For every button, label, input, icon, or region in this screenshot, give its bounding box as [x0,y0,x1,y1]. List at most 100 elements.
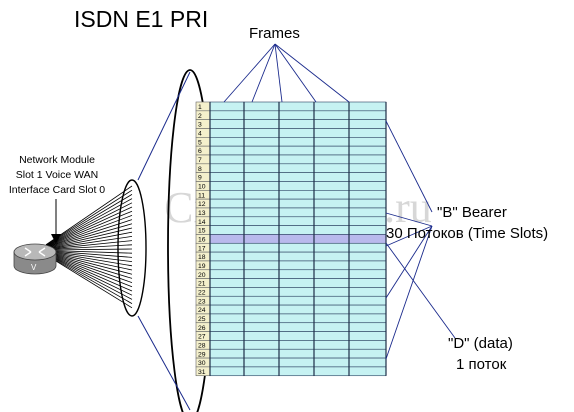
slot-cell [209,304,245,315]
slot-cell [278,295,315,306]
slot-cell [348,242,387,253]
slot-cell [209,295,245,306]
slot-cell [243,260,280,271]
slot-cell [313,181,350,191]
slot-number: 13 [198,210,206,217]
time-slot-row: 23 [195,295,387,306]
slot-cell [313,269,350,279]
slot-cell [278,181,315,191]
slot-cell [313,260,350,271]
slot-cell [313,198,350,209]
slot-cell [348,154,387,165]
slot-number: 7 [198,157,202,164]
slot-cell [313,154,350,165]
slot-number: 16 [198,236,206,243]
slot-number: 20 [198,272,206,279]
slot-cell [278,242,315,253]
slot-cell [278,145,315,156]
slot-cell [209,225,245,235]
slot-cell [243,322,280,332]
bearer-label-line-1: "B" Bearer [437,204,507,221]
wire [45,253,133,292]
wire [45,252,133,279]
slot-cell [209,154,245,165]
slot-cell [278,260,315,271]
slot-cell [209,260,245,271]
slot-number: 1 [198,104,202,111]
slot-cell [313,190,350,200]
slot-cell [278,225,315,235]
slot-cell [348,216,387,226]
slot-number: 3 [198,122,202,129]
slot-cell [313,287,350,297]
frame-grid: 1234567891011121314151617181920212223242… [195,101,387,377]
frames-label: Frames [249,25,300,42]
slot-cell [209,331,245,341]
time-slot-row: 28 [195,340,387,350]
time-slot-row: 6 [195,145,387,156]
slot-cell [313,234,350,244]
slot-number: 6 [198,148,202,155]
wire [45,223,133,249]
slot-cell [209,216,245,226]
slot-cell [278,154,315,165]
slot-number: 18 [198,254,206,261]
time-slot-row: 10 [195,181,387,191]
slot-cell [278,216,315,226]
slot-cell [313,137,350,147]
wire [45,210,133,248]
slot-cell [278,119,315,129]
slot-cell [313,172,350,182]
bearer-pointer [385,225,433,247]
slot-cell [278,366,315,377]
wire [45,254,133,304]
slot-cell [313,322,350,332]
slot-cell [209,251,245,262]
slot-number: 31 [198,369,206,376]
time-slot-row: 25 [195,313,387,324]
time-slot-row: 21 [195,278,387,288]
slot-cell [209,110,245,120]
slot-cell [278,331,315,341]
slot-cell [243,287,280,297]
slot-cell [278,234,315,244]
slot-cell [278,269,315,279]
slot-cell [348,269,387,279]
time-slot-row: 9 [195,172,387,182]
slot-cell [278,357,315,368]
slot-cell [243,128,280,138]
slot-cell [348,357,387,368]
slot-cell [313,110,350,120]
slot-cell [209,242,245,253]
time-slot-row: 31 [195,366,387,377]
slot-cell [209,190,245,200]
slot-cell [278,101,315,112]
slot-cell [313,216,350,226]
slot-number: 27 [198,334,206,341]
frame-pointer [223,43,276,103]
d-channel-label: "D" (data) 1 поток [448,335,513,373]
time-slot-row: 14 [195,216,387,226]
frame-pointer [251,43,276,103]
slot-cell [348,287,387,297]
time-slot-row: 4 [195,128,387,138]
wire [45,227,133,249]
slot-number: 12 [198,201,206,208]
slot-number: 10 [198,184,206,191]
time-slot-row: 2 [195,110,387,120]
slot-cell [209,145,245,156]
slot-cell [209,313,245,324]
bearer-pointer [385,242,456,339]
slot-cell [348,190,387,200]
slot-cell [243,207,280,218]
slot-cell [348,207,387,218]
slot-cell [209,322,245,332]
wire [45,253,133,300]
slot-cell [348,128,387,138]
slot-cell [209,278,245,288]
time-slot-row: 15 [195,225,387,235]
slot-cell [278,278,315,288]
slot-cell [243,172,280,182]
slot-cell [209,269,245,279]
slot-cell [348,119,387,129]
